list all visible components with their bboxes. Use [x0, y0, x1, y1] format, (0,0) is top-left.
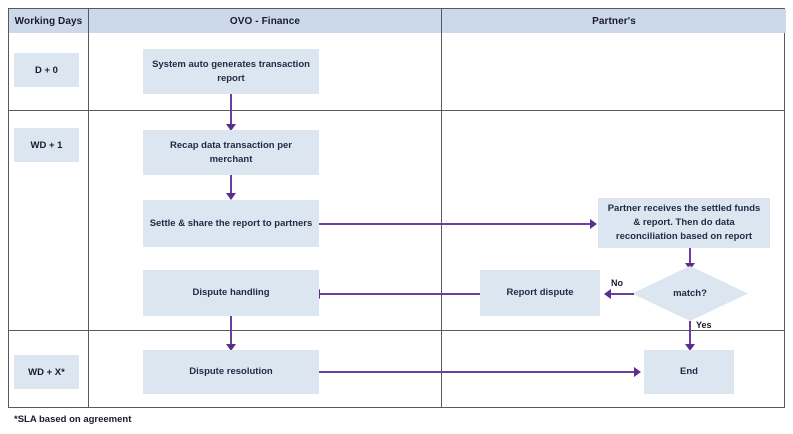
- arrowhead-resolution-to-end: [634, 367, 641, 377]
- node-match-decision[interactable]: match?: [632, 266, 748, 321]
- edge-label-yes: Yes: [696, 320, 712, 330]
- node-recap-data[interactable]: Recap data transaction per merchant: [143, 130, 319, 175]
- arrowhead-handling-to-resolution: [226, 344, 236, 351]
- connector-partner-to-match: [689, 248, 691, 266]
- connector-handling-to-resolution: [230, 316, 232, 346]
- node-dispute-resolution[interactable]: Dispute resolution: [143, 350, 319, 394]
- node-end[interactable]: End: [644, 350, 734, 394]
- edge-label-no: No: [611, 278, 623, 288]
- row-divider-2: [9, 330, 784, 331]
- day-chip-wd1: WD + 1: [14, 128, 79, 162]
- arrowhead-match-no: [604, 289, 611, 299]
- column-header-partners: Partner's: [442, 9, 786, 33]
- connector-match-no: [610, 293, 634, 295]
- node-system-auto-generates[interactable]: System auto generates transaction report: [143, 49, 319, 94]
- lane-divider-1: [88, 9, 89, 407]
- day-chip-wdx: WD + X*: [14, 355, 79, 389]
- node-dispute-handling[interactable]: Dispute handling: [143, 270, 319, 316]
- connector-settle-to-partner: [319, 223, 591, 225]
- day-chip-d0: D + 0: [14, 53, 79, 87]
- node-settle-share[interactable]: Settle & share the report to partners: [143, 200, 319, 247]
- column-header-ovo-finance: OVO - Finance: [89, 9, 441, 33]
- node-partner-receives[interactable]: Partner receives the settled funds & rep…: [598, 198, 770, 248]
- footnote-sla: *SLA based on agreement: [14, 414, 132, 425]
- decision-label: match?: [673, 288, 707, 299]
- lane-divider-2: [441, 9, 442, 407]
- connector-report-to-handling: [319, 293, 480, 295]
- connector-recap-to-settle: [230, 175, 232, 195]
- arrowhead-match-yes: [685, 344, 695, 351]
- arrowhead-settle-to-partner: [590, 219, 597, 229]
- connector-match-yes: [689, 321, 691, 346]
- connector-system-to-recap: [230, 94, 232, 126]
- row-divider-1: [9, 110, 784, 111]
- node-report-dispute[interactable]: Report dispute: [480, 270, 600, 316]
- arrowhead-recap-to-settle: [226, 193, 236, 200]
- column-header-working-days: Working Days: [9, 9, 88, 33]
- connector-resolution-to-end: [319, 371, 635, 373]
- arrowhead-system-to-recap: [226, 124, 236, 131]
- swimlane-table: Working Days OVO - Finance Partner's: [8, 8, 786, 408]
